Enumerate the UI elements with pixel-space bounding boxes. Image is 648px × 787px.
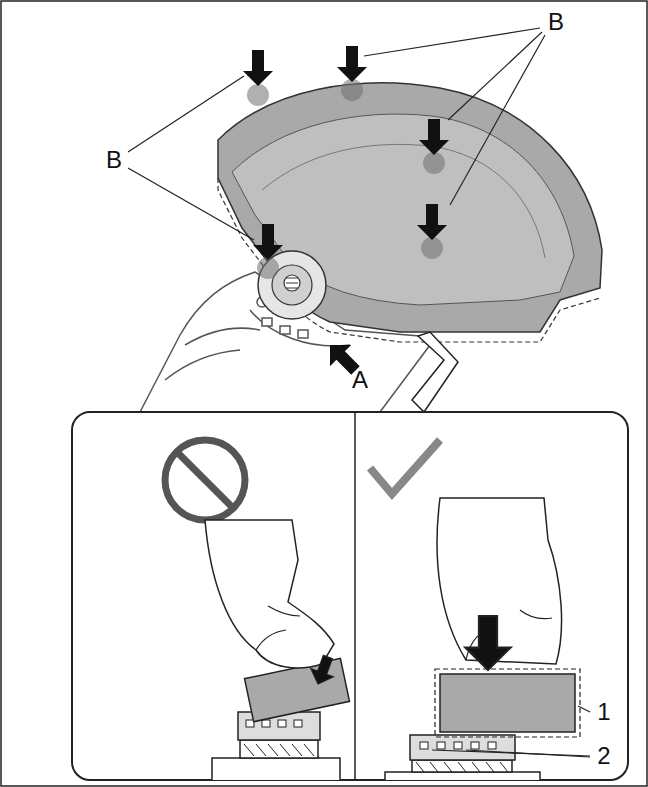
part-letter: A — [352, 368, 368, 392]
prohibited-symbol — [165, 440, 245, 520]
press-arrows — [243, 46, 449, 381]
check-mark — [370, 440, 440, 494]
detail-pointer — [412, 332, 458, 412]
wheel-guard — [218, 79, 602, 342]
callout-number: 2 — [597, 744, 610, 768]
part-letter: B — [106, 148, 122, 172]
correct-fitting — [385, 498, 590, 780]
callout-number: 1 — [597, 700, 610, 724]
detail-inset — [72, 412, 628, 780]
part-letter: B — [548, 10, 564, 34]
inset-divider — [354, 412, 356, 780]
leader-lines — [128, 28, 545, 240]
wrong-fitting — [205, 520, 350, 780]
